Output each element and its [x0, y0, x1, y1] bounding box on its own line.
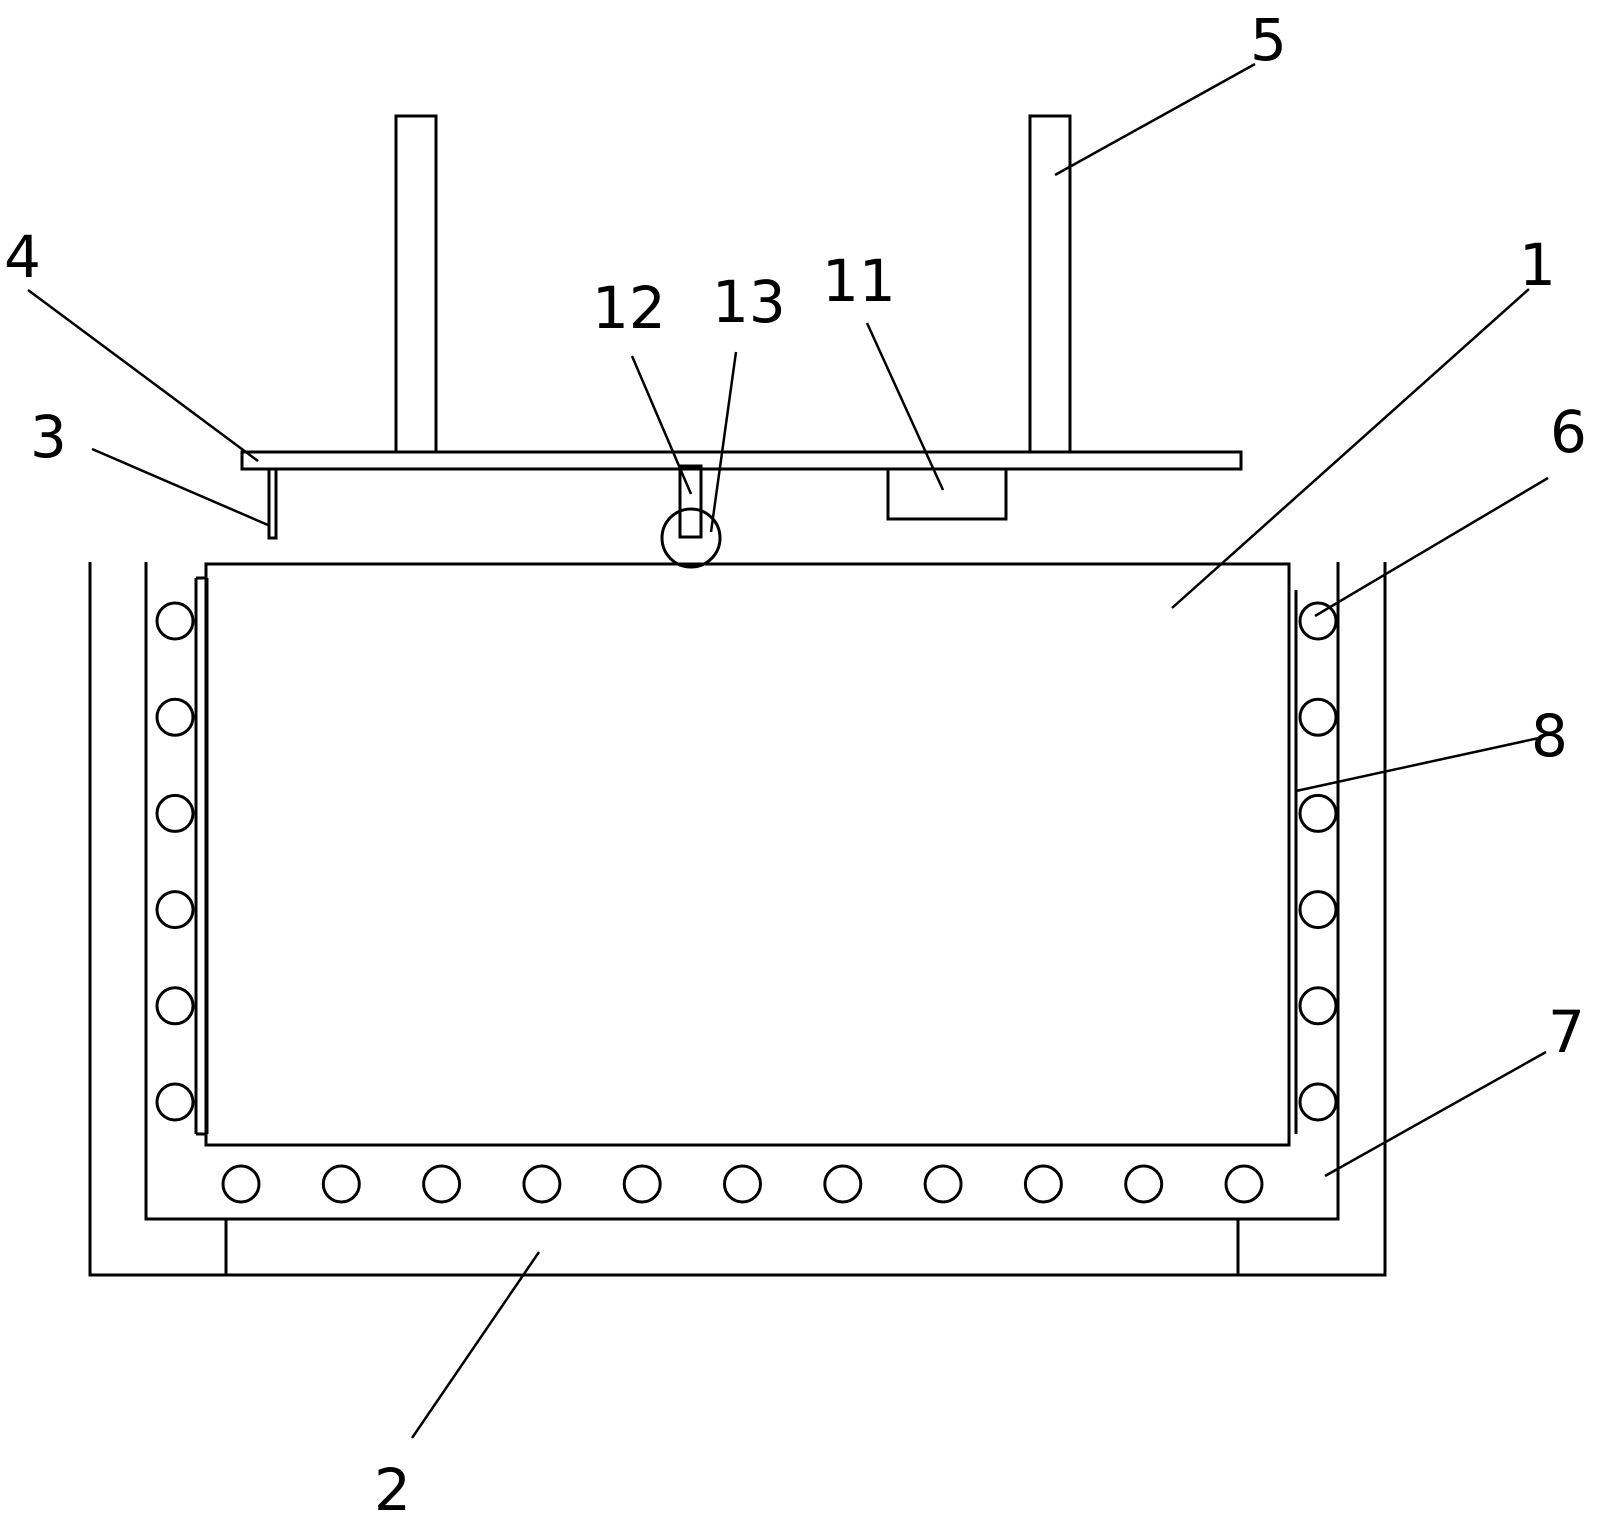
heater-tubes-bottom	[221, 1164, 1264, 1204]
leader-lines	[27, 62, 1549, 1439]
leader-8	[1295, 736, 1540, 793]
heater-tube-right-6	[1298, 1082, 1338, 1122]
leader-13	[709, 351, 738, 533]
heater-tube-right-4	[1298, 890, 1338, 930]
side-plate-left	[194, 576, 209, 1136]
leader-6	[1314, 476, 1549, 618]
heater-tube-bottom-5	[622, 1164, 662, 1204]
heater-tube-right-5	[1298, 986, 1338, 1026]
mold-box	[204, 562, 1291, 1147]
outer-housing	[88, 562, 1387, 1277]
leader-1	[1171, 288, 1530, 609]
leader-11	[865, 322, 945, 491]
label-11: 11	[822, 247, 896, 315]
side-plate-right	[1287, 590, 1298, 1134]
leader-3	[91, 447, 269, 527]
heater-tube-left-6	[155, 1082, 195, 1122]
block	[886, 467, 1008, 521]
label-6: 6	[1550, 398, 1587, 466]
heater-tube-left-2	[155, 697, 195, 737]
label-12: 12	[592, 274, 666, 342]
heater-tube-bottom-8	[923, 1164, 963, 1204]
heater-tubes-left	[155, 601, 195, 1122]
post-right	[1028, 114, 1072, 454]
heater-tube-left-1	[155, 601, 195, 641]
roller	[660, 507, 722, 569]
label-7: 7	[1548, 998, 1585, 1066]
label-5: 5	[1250, 6, 1287, 74]
roller-holder	[678, 464, 703, 539]
heater-tube-left-5	[155, 986, 195, 1026]
heater-tube-bottom-3	[422, 1164, 462, 1204]
post-left	[394, 114, 438, 454]
heater-tube-bottom-7	[823, 1164, 863, 1204]
bracket	[267, 467, 278, 540]
heater-tube-right-3	[1298, 793, 1338, 833]
heater-tube-right-2	[1298, 697, 1338, 737]
heater-tube-left-4	[155, 890, 195, 930]
label-8: 8	[1531, 702, 1568, 770]
heater-tube-bottom-6	[723, 1164, 762, 1204]
heater-tube-right-1	[1298, 601, 1338, 641]
heater-tube-left-3	[155, 793, 195, 833]
heater-tube-bottom-11	[1224, 1164, 1264, 1204]
part-labels: 1 2 3 4 5 6 7 8 11 12 13	[4, 6, 1587, 1518]
lid-plate	[240, 450, 1243, 471]
leader-4	[27, 288, 259, 463]
leader-7	[1324, 1050, 1547, 1178]
heater-tube-bottom-4	[522, 1164, 562, 1204]
heater-tubes-right	[1298, 601, 1338, 1122]
leader-5	[1054, 62, 1256, 177]
label-1: 1	[1519, 231, 1556, 299]
heater-tube-bottom-9	[1023, 1164, 1063, 1204]
leader-2	[410, 1251, 541, 1439]
label-3: 3	[30, 403, 67, 471]
label-2: 2	[374, 1456, 411, 1518]
heater-tube-bottom-1	[221, 1164, 261, 1204]
heater-tube-bottom-10	[1124, 1164, 1164, 1204]
heater-tube-bottom-2	[321, 1164, 361, 1204]
inner-jacket	[144, 562, 1340, 1221]
leader-12	[630, 355, 693, 495]
label-13: 13	[712, 268, 786, 336]
label-4: 4	[4, 223, 41, 291]
